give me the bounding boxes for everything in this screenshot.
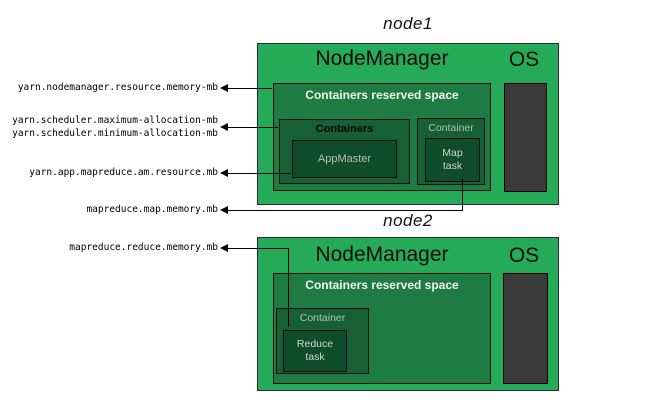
arrowhead-scheduler-allocation [220,123,228,131]
node1-containers-reserved-space-box: Containers reserved space Containers App… [273,83,491,191]
node1-containers-box: Containers AppMaster [279,119,410,184]
node1-title: node1 [383,14,433,33]
node2-container-label: Container [299,312,346,324]
config-label-nodemanager-resource-memory: yarn.nodemanager.resource.memory-mb [17,82,218,93]
arrowhead-nodemanager-resource [220,84,228,92]
node1-appmaster-label: AppMaster [317,152,372,165]
config-label-scheduler-minimum: yarn.scheduler.minimum-allocation-mb [12,127,218,139]
node1-os-label: OS [508,48,540,71]
map-task-label-line2: task [442,160,463,172]
reduce-task-label-line1: Reduce [296,338,334,350]
arrow-line-nodemanager-resource [227,88,272,89]
node1-nodemanager-box: NodeManager OS Containers reserved space… [257,43,559,205]
node1-containers-reserved-space-label: Containers reserved space [305,88,459,102]
node1-appmaster-box: AppMaster [292,140,397,178]
node1-nodemanager-label: NodeManager [315,47,449,70]
node2-reduce-task-box: Reduce task [283,330,347,372]
node2-title: node2 [383,211,433,230]
connector-reduce-task-vertical [288,248,289,327]
node1-map-task-box: Map task [425,138,480,182]
config-label-scheduler-maximum: yarn.scheduler.maximum-allocation-mb [12,115,218,126]
arrow-line-scheduler-allocation [227,127,278,128]
node1-containers-label: Containers [315,123,374,135]
node1-container-box: Container Map task [417,118,485,185]
arrowhead-am-resource [220,169,228,177]
arrow-line-am-resource [227,173,290,174]
arrowhead-map-memory [220,206,228,214]
config-label-map-memory: mapreduce.map.memory.mb [86,204,218,215]
arrow-line-map-memory [227,210,462,211]
node1-container-label: Container [428,122,474,134]
node2-containers-reserved-space-label: Containers reserved space [305,278,459,292]
node1-os-memory-rect [504,83,547,192]
node2-nodemanager-label: NodeManager [315,243,449,266]
config-label-reduce-memory: mapreduce.reduce.memory.mb [69,242,218,253]
config-label-am-resource: yarn.app.mapreduce.am.resource.mb [29,167,218,178]
arrowhead-reduce-memory [220,244,228,252]
node2-os-memory-rect [503,273,548,384]
node2-containers-reserved-space-box: Containers reserved space Container Redu… [273,273,491,384]
config-label-scheduler-allocation: yarn.scheduler.maximum-allocation-mb yar… [12,115,218,140]
reduce-task-label-line2: task [305,351,325,363]
node2-nodemanager-box: NodeManager OS Containers reserved space… [257,237,559,391]
map-task-label-line1: Map [442,147,463,159]
connector-map-task-vertical [462,179,463,211]
node2-os-label: OS [508,244,540,267]
arrow-line-reduce-memory [227,248,288,249]
node2-container-box: Container Reduce task [276,308,369,374]
